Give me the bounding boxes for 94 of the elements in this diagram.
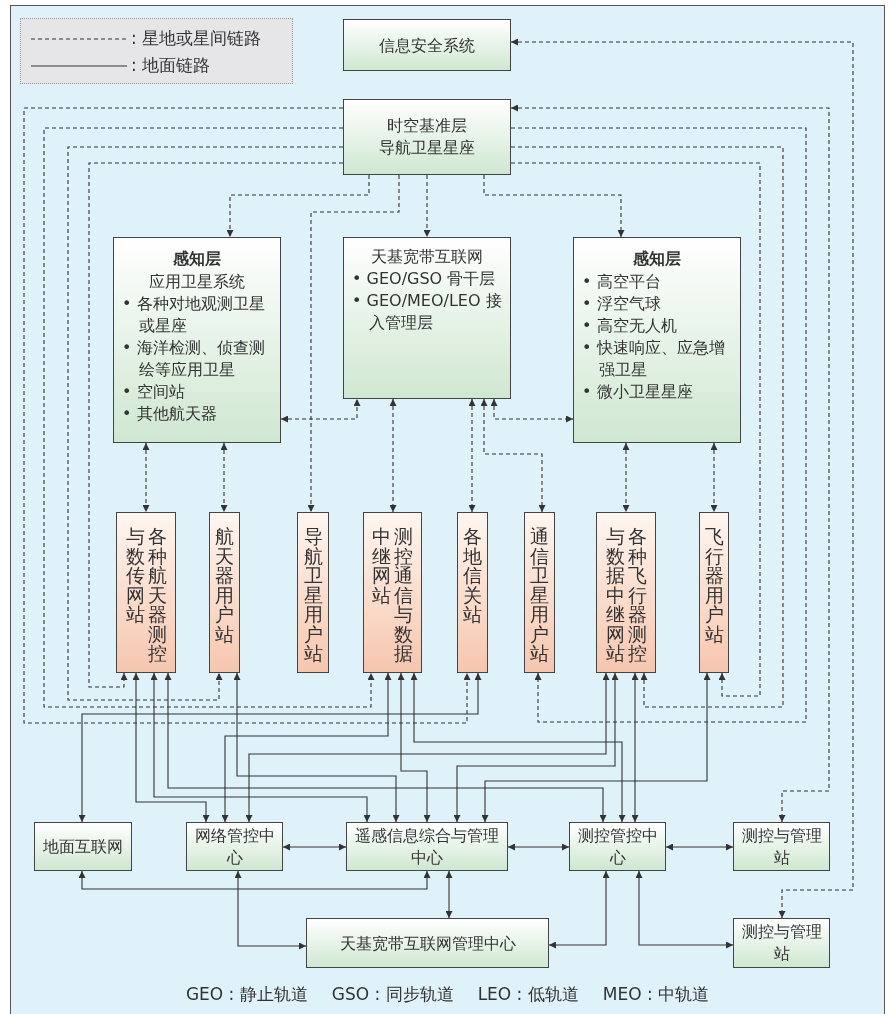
box-text: 天基宽带互联网: [370, 246, 484, 268]
box-text: 地面互联网: [43, 835, 123, 858]
center-box: [346, 822, 508, 871]
station-box: [524, 512, 555, 673]
station-box: [116, 512, 176, 673]
abbreviation-note: GEO : 静止轨道: [185, 983, 308, 1006]
dashed-connector: [490, 398, 574, 423]
connector: [410, 672, 626, 823]
list-item: • 高空无人机: [582, 315, 678, 337]
connector: [397, 672, 431, 823]
connector: [78, 672, 482, 823]
connector: [453, 672, 619, 823]
connector: [665, 843, 734, 851]
dashed-connector: [622, 442, 630, 513]
connector: [507, 843, 570, 851]
connector: [234, 870, 307, 950]
box-heading: 感知层: [632, 248, 682, 270]
abbreviation-note: GSO : 同步轨道: [331, 983, 454, 1006]
dashed-connector: [142, 442, 150, 513]
box-text: 天基宽带互联网管理中心: [339, 932, 516, 955]
dashed-connector: [43, 127, 375, 708]
station-name: 测控通信与数据中继网站: [372, 527, 413, 664]
station-name: 各种飞行器测控与数据中继网站: [605, 527, 647, 664]
dashed-connector: [710, 442, 718, 513]
dashed-connector: [389, 398, 397, 513]
connector: [132, 672, 210, 823]
abbreviation-note: LEO : 低轨道: [477, 983, 579, 1006]
dashed-connector: [23, 107, 471, 724]
station-name: 导航卫星用户站: [303, 527, 323, 664]
station-box: [457, 512, 488, 673]
station-name: 航天器用户站: [215, 527, 234, 647]
station-box: [363, 512, 422, 673]
connector: [164, 672, 607, 823]
box-heading: 感知层: [172, 248, 222, 270]
box-text: 遥感信息综合与管理中心: [354, 824, 500, 869]
connector: [445, 870, 453, 919]
layer-box: [113, 237, 281, 443]
box-text: 测控与管理站: [740, 824, 823, 869]
dashed-connector: [280, 398, 361, 423]
dashed-connector: [423, 174, 431, 238]
abbreviation-note: MEO : 中轨道: [602, 983, 710, 1006]
layer-box: [573, 237, 741, 443]
box-text: 信息安全系统: [379, 34, 475, 57]
dashed-connector: [226, 174, 370, 238]
center-box: [569, 822, 666, 871]
box-text: 测控与管理站: [740, 921, 823, 965]
box-text: 测控管控中心: [576, 824, 659, 869]
center-box: [306, 918, 549, 968]
layer-box: [343, 237, 511, 399]
dashed-connector: [220, 442, 228, 513]
connector: [635, 870, 734, 949]
connector: [548, 870, 610, 949]
box-text: 导航卫星星座: [379, 137, 475, 159]
connector: [282, 843, 347, 851]
dashed-connector: [510, 38, 854, 919]
station-name: 各种航天器测控与数传网站: [125, 527, 167, 664]
legend-text: : 星地或星间链路: [131, 27, 262, 50]
station-name: 飞行器用户站: [704, 527, 724, 647]
list-item: • 浮空气球: [582, 293, 662, 315]
station-box: [596, 512, 656, 673]
dashed-connector: [468, 398, 476, 513]
station-name: 通信卫星用户站: [530, 527, 549, 664]
system-box: [343, 19, 511, 71]
station-box: [209, 512, 240, 673]
list-item: • 空间站: [122, 381, 186, 403]
connector: [150, 672, 371, 823]
dashed-connector: [307, 174, 400, 513]
list-item: • 高空平台: [582, 271, 662, 293]
box-text: 应用卫星系统: [148, 271, 246, 293]
list-item: • 微小卫星星座: [582, 381, 694, 403]
list-item: • 各种对地观测卫星或星座: [122, 293, 266, 337]
connector: [245, 672, 610, 823]
legend-text: : 地面链路: [131, 54, 211, 77]
connector: [78, 870, 431, 890]
connector: [481, 672, 711, 823]
list-item: • 海洋检测、侦查测绘等应用卫星: [122, 337, 266, 381]
dashed-connector: [480, 398, 546, 513]
layer-box: [343, 99, 511, 175]
box-text: 时空基准层: [387, 115, 467, 137]
list-item: • 其他航天器: [122, 403, 218, 425]
station-box: [699, 512, 729, 673]
center-box: [34, 822, 132, 871]
list-item: • GEO/MEO/LEO 接入管理层: [352, 290, 502, 334]
list-item: • GEO/GSO 骨干层: [352, 268, 497, 290]
dashed-connector: [483, 174, 625, 238]
station-box: [733, 822, 830, 871]
station-name: 各地信关站: [463, 527, 482, 627]
station-box: [733, 918, 830, 968]
dashed-connector: [510, 104, 830, 823]
connector: [631, 672, 639, 823]
box-text: 网络管控中心: [193, 824, 276, 869]
list-item: • 快速响应、应急增强卫星: [582, 337, 726, 381]
center-box: [186, 822, 283, 871]
station-box: [297, 512, 329, 673]
